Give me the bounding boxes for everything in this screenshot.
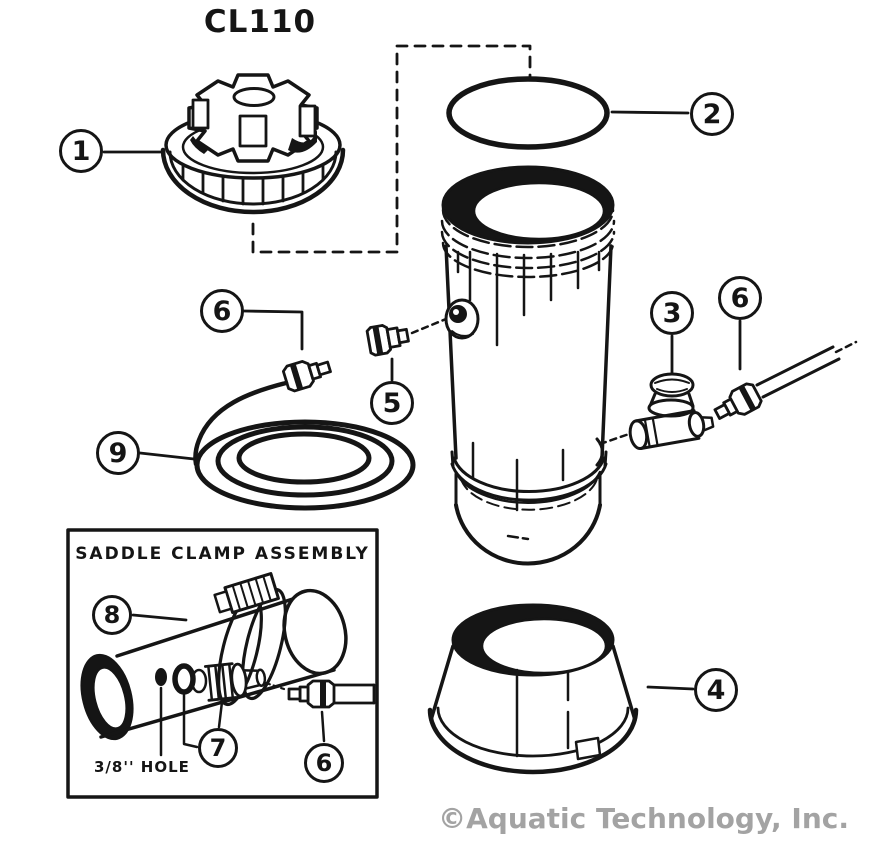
callout-9: 9 — [96, 431, 140, 475]
callout-6-tubing-number: 6 — [212, 295, 232, 327]
adapter-fitting-drawing — [365, 324, 410, 357]
leader-9 — [138, 451, 196, 461]
compression-fitting-tubing-drawing — [280, 353, 335, 394]
callout-9-number: 9 — [108, 437, 128, 469]
callout-4-number: 4 — [706, 674, 726, 706]
flat-washer — [190, 668, 208, 694]
tank-body-drawing — [440, 165, 616, 566]
callout-6-right: 6 — [718, 276, 762, 320]
callout-5-number: 5 — [382, 387, 402, 419]
compression-fitting-saddle-drawing — [287, 679, 336, 709]
callout-6-tubing: 6 — [200, 289, 244, 333]
drilled-hole — [155, 668, 167, 686]
callout-7: 7 — [198, 728, 238, 768]
tube-right-top — [755, 345, 835, 387]
watermark-text: ©Aquatic Technology, Inc. — [438, 802, 849, 835]
o-ring-drawing — [446, 76, 610, 150]
inset-border — [66, 528, 379, 799]
callout-2: 2 — [690, 92, 734, 136]
callout-8-number: 8 — [103, 601, 121, 629]
diagram-model-title: CL110 — [203, 4, 317, 40]
assembly-dashed-5 — [410, 317, 448, 335]
leader-7b — [217, 700, 224, 729]
tubing-riser — [193, 380, 289, 467]
callout-8: 8 — [92, 595, 132, 635]
leader-6-inset — [320, 710, 326, 743]
callout-2-number: 2 — [702, 98, 722, 130]
cap-lid-drawing — [160, 73, 346, 215]
gasket-washer — [172, 663, 196, 695]
tube-right-bottom — [761, 357, 841, 399]
callout-6-right-number: 6 — [730, 282, 750, 314]
compression-fitting-right-drawing — [709, 380, 765, 428]
inset-title: SADDLE CLAMP ASSEMBLY — [75, 544, 370, 564]
callout-6-saddle: 6 — [304, 743, 344, 783]
assembly-dashed-3 — [598, 432, 631, 446]
tubing-coil-drawing — [194, 419, 416, 511]
leader-7a — [182, 692, 199, 749]
leader-2 — [610, 110, 690, 115]
callout-1-number: 1 — [71, 135, 91, 167]
control-valve-drawing — [628, 334, 715, 451]
tube-right-dash — [834, 340, 858, 354]
callout-5: 5 — [370, 381, 414, 425]
inset-box-drawing — [66, 528, 379, 799]
callout-3: 3 — [650, 291, 694, 335]
leader-8 — [131, 613, 188, 622]
assembly-dashed-connector — [251, 44, 532, 254]
base-stand-drawing — [427, 603, 639, 775]
saddle-fitting-drawing — [203, 662, 267, 702]
callout-1: 1 — [59, 129, 103, 173]
leader-4 — [646, 685, 695, 691]
callout-7-number: 7 — [209, 734, 227, 762]
callout-6-saddle-number: 6 — [315, 749, 333, 777]
leader-6-left — [242, 309, 304, 351]
callout-3-number: 3 — [662, 297, 682, 329]
assembly-dashed-7 — [264, 681, 286, 691]
hole-size-label: 3/8'' HOLE — [94, 758, 190, 776]
callout-4: 4 — [694, 668, 738, 712]
